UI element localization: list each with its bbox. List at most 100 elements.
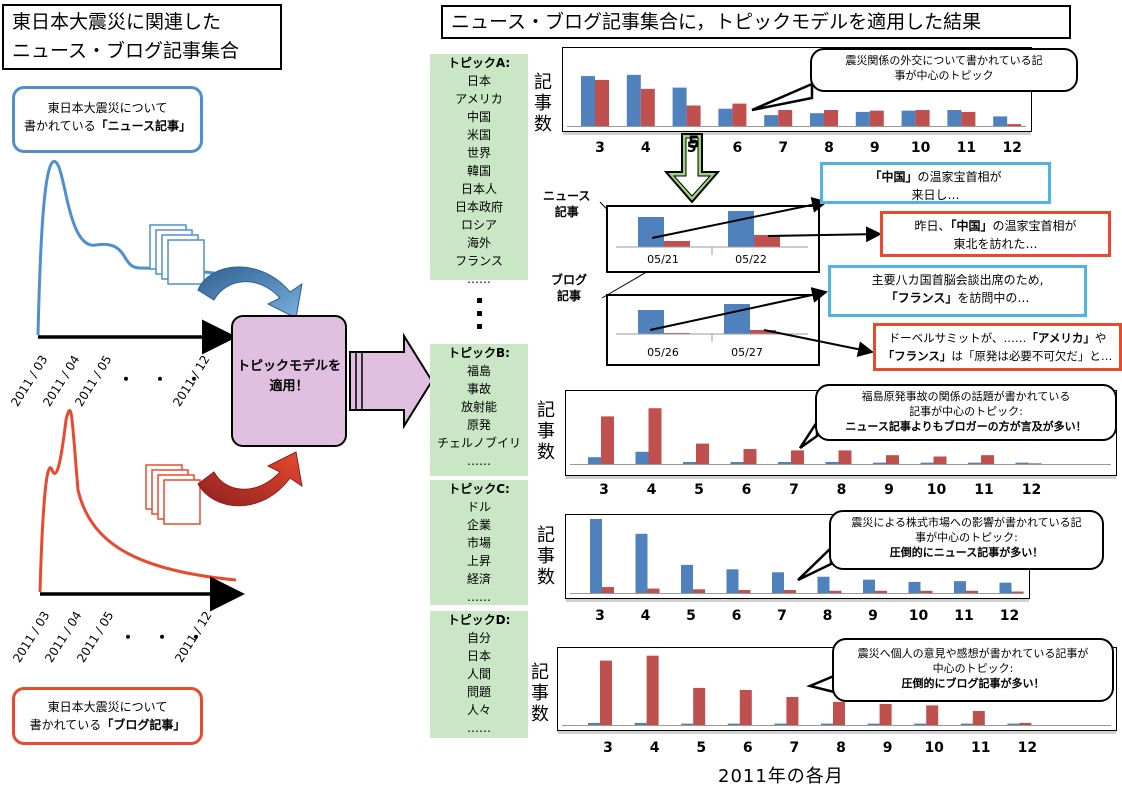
month-tick-label: 6 xyxy=(742,740,753,756)
topic-word: 経済 xyxy=(466,572,491,586)
blog-bar-month-8 xyxy=(833,701,845,725)
blog-side-line1: ブログ xyxy=(551,273,588,287)
blog-source-bold: 「ブログ記事」 xyxy=(101,718,186,732)
topic-b-words: 福島事故放射能原発チェルノブイリ…… xyxy=(430,362,528,470)
topic-word: …… xyxy=(467,590,491,604)
blog-bar-month-7 xyxy=(778,110,793,126)
chart-d-plot xyxy=(562,655,1111,726)
news-bar-month-11 xyxy=(954,581,966,593)
month-tick-label: 12 xyxy=(999,608,1020,624)
quote-box-3: 主要八カ国首脳会談出席のため, 「フランス」を訪問中の… xyxy=(828,265,1087,317)
news-bar-month-8 xyxy=(821,723,833,725)
month-tick-label: 9 xyxy=(882,740,893,756)
month-tick-label: 8 xyxy=(824,140,834,156)
month-tick-label: 6 xyxy=(732,140,743,156)
news-bar-month-5 xyxy=(683,461,696,464)
news-bar-month-5 xyxy=(681,723,694,725)
blog-bar-month-12 xyxy=(1019,722,1032,725)
news-bar-month-8 xyxy=(810,113,824,126)
bubble-b-line2: 記事が中心のトピック: xyxy=(909,405,1023,418)
topic-word: 上昇 xyxy=(466,554,491,568)
quote1-line2: 来日し… xyxy=(911,188,960,202)
month-tick-label: 10 xyxy=(908,608,929,624)
month-tick-label: 12 xyxy=(1017,740,1038,756)
mini-bar-news-0521 xyxy=(638,217,664,247)
news-bar-month-7 xyxy=(764,115,779,126)
quote4-line2: は「原発は必要不可欠だ」と… xyxy=(951,349,1113,363)
month-tick-label: 8 xyxy=(836,740,846,756)
topic-word: 問題 xyxy=(466,685,491,699)
blog-curve xyxy=(38,409,237,593)
topic-word: 自分 xyxy=(466,631,491,645)
chart-c-plot xyxy=(570,519,1024,594)
month-tick-label: 8 xyxy=(836,482,847,498)
news-dots: ・・・ xyxy=(118,370,221,389)
topic-word: 原発 xyxy=(466,418,491,432)
topic-word: …… xyxy=(467,272,491,286)
month-tick-label: 5 xyxy=(686,608,696,624)
month-tick-label: 5 xyxy=(696,740,707,756)
news-bar-month-12 xyxy=(999,582,1012,593)
month-tick-label: 3 xyxy=(603,740,613,756)
ylabel-char: 数 xyxy=(537,567,555,588)
month-tick-label: 5 xyxy=(686,140,697,156)
bubble-topic-d: 震災へ個人の意見や感想が書かれている記事が 中心のトピック: 圧倒的にブログ記事… xyxy=(832,638,1114,702)
blog-bar-month-6 xyxy=(743,449,757,464)
quote4-post: や xyxy=(1094,331,1107,345)
blog-bar-month-7 xyxy=(786,697,799,725)
news-bar-month-3 xyxy=(588,457,601,464)
topic-word: 福島 xyxy=(466,364,491,378)
blog-bar-month-9 xyxy=(886,455,899,464)
blog-bar-month-10 xyxy=(926,705,939,725)
month-tick-label: 11 xyxy=(971,740,991,756)
bubble-c-line2: 事が中心のトピック: xyxy=(915,531,1018,544)
blog-bar-month-10 xyxy=(920,590,933,593)
topic-d-words: 自分日本人間問題人々…… xyxy=(430,629,528,737)
month-tick-label: 12 xyxy=(1002,140,1022,156)
quote-pointers xyxy=(649,197,882,358)
month-tick-label: 6 xyxy=(741,482,752,498)
ylabel-char: 数 xyxy=(534,114,552,135)
quote1-bold: 「中国」 xyxy=(869,170,918,184)
news-bar-month-3 xyxy=(590,519,602,593)
topic-word: 市場 xyxy=(466,536,491,550)
quote-box-4: ドーベルサミットが、……「アメリカ」や 「フランス」は「原発は必要不可欠だ」と… xyxy=(873,323,1122,371)
blog-dots: ・・・ xyxy=(120,628,223,647)
blog-bar-month-6 xyxy=(738,590,751,593)
mini-bar-blog-0527 xyxy=(750,330,776,334)
news-source-line1: 東日本大震災について xyxy=(47,101,168,115)
news-bar-month-9 xyxy=(873,462,886,464)
chart-c-ylabel: 記事数 xyxy=(535,525,557,588)
topic-a-words: 日本アメリカ中国米国世界韓国日本人日本政府ロシア海外フランス…… xyxy=(430,72,528,288)
ylabel-char: 数 xyxy=(537,442,555,463)
news-side-line1: ニュース xyxy=(543,189,591,203)
blog-bar-month-8 xyxy=(838,450,852,464)
blog-bar-month-11 xyxy=(972,711,985,725)
blog-bar-month-5 xyxy=(693,589,705,593)
month-tick-label: 10 xyxy=(926,482,947,498)
topic-word: 企業 xyxy=(466,518,491,532)
topic-word: 放射能 xyxy=(460,400,497,414)
quote1-post: の温家宝首相が xyxy=(917,170,1002,184)
news-bar-month-11 xyxy=(947,110,962,126)
mini-bar-blog-0521 xyxy=(664,241,690,247)
month-tick-label: 4 xyxy=(649,740,660,756)
topic-word: 人々 xyxy=(466,703,491,717)
news-bar-month-4 xyxy=(635,533,648,593)
month-tick-label: 9 xyxy=(884,482,894,498)
blog-documents-icon xyxy=(145,464,201,525)
quote4-bold: 「アメリカ」 xyxy=(1026,331,1095,345)
topic-word: 事故 xyxy=(466,382,491,396)
topic-word: …… xyxy=(467,454,491,468)
blog-bar-month-6 xyxy=(739,690,752,725)
news-bar-month-6 xyxy=(718,108,733,126)
news-bar-month-10 xyxy=(901,110,916,126)
news-bar-month-12 xyxy=(1007,723,1020,725)
quote3-pre: 主要八カ国首脳会談出席のため, xyxy=(871,273,1044,287)
topic-word: アメリカ xyxy=(455,92,503,106)
blog-bar-month-4 xyxy=(640,88,655,126)
bubble-d-line1: 震災へ個人の意見や感想が書かれている記事が xyxy=(857,647,1089,660)
blog-bar-month-5 xyxy=(696,443,709,464)
blog-bar-month-7 xyxy=(784,590,796,593)
chart-a-plot xyxy=(567,74,1026,127)
